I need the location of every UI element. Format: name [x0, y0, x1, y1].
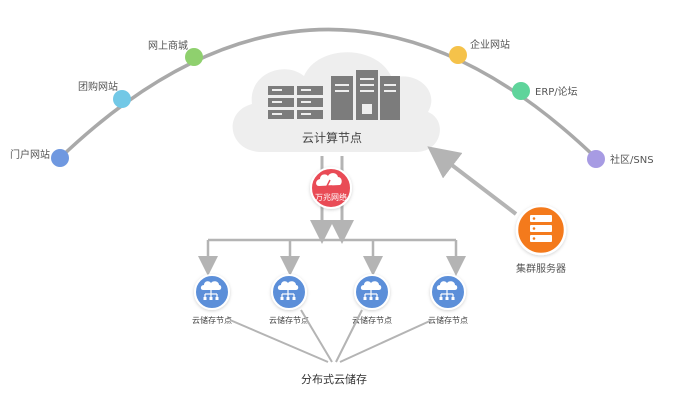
cloud-label: 云计算节点	[302, 130, 362, 145]
arc-node-label: 企业网站	[470, 38, 510, 51]
arc-node-enterprise: 企业网站	[449, 38, 510, 64]
arc-node-mall: 网上商城	[148, 39, 203, 66]
storage-converge-line-1	[229, 319, 329, 363]
arc-node-sns: 社区/SNS	[587, 150, 654, 168]
storage-node-label: 云储存节点	[352, 315, 392, 325]
server-stack-icon	[530, 215, 552, 242]
arc-node-label: 社区/SNS	[610, 153, 654, 166]
arc-node-groupbuy: 团购网站	[78, 80, 131, 108]
hub-node: 万兆网络	[310, 167, 352, 209]
storage-converge-line-2	[300, 309, 333, 363]
cloud-network-icon	[200, 281, 222, 300]
cluster-to-cloud-arrow	[427, 146, 518, 216]
storage-node-label: 云储存节点	[269, 315, 309, 325]
storage-converge-line-4	[339, 319, 433, 363]
cloud-network-icon	[436, 281, 458, 300]
cloud-network-icon	[277, 281, 299, 300]
storage-converge-line-3	[335, 309, 363, 363]
distributed-storage-label: 分布式云储存	[301, 372, 367, 386]
storage-node-label: 云储存节点	[428, 315, 468, 325]
cloud-network-icon	[360, 281, 382, 300]
tower-server-icon	[331, 70, 400, 120]
storage-node-1: 云储存节点	[192, 274, 232, 325]
arc-node-label: ERP/论坛	[535, 85, 578, 98]
arc-node-label: 网上商城	[148, 39, 188, 52]
hub-label: 万兆网络	[315, 192, 347, 202]
storage-node-label: 云储存节点	[192, 315, 232, 325]
arc-node-label: 门户网站	[10, 148, 50, 161]
cluster-server-node: 集群服务器	[515, 204, 567, 275]
cloud-lightning-icon	[316, 173, 342, 186]
storage-node-3: 云储存节点	[352, 274, 392, 325]
arc-node-erp: ERP/论坛	[512, 82, 578, 100]
cloud-compute-node: 云计算节点	[232, 52, 440, 152]
storage-node-4: 云储存节点	[428, 274, 468, 325]
arc-node-label: 团购网站	[78, 80, 118, 93]
arc-node-portal: 门户网站	[10, 148, 69, 167]
rack-server-icon	[268, 86, 323, 119]
cluster-label: 集群服务器	[516, 262, 566, 275]
storage-node-2: 云储存节点	[269, 274, 309, 325]
